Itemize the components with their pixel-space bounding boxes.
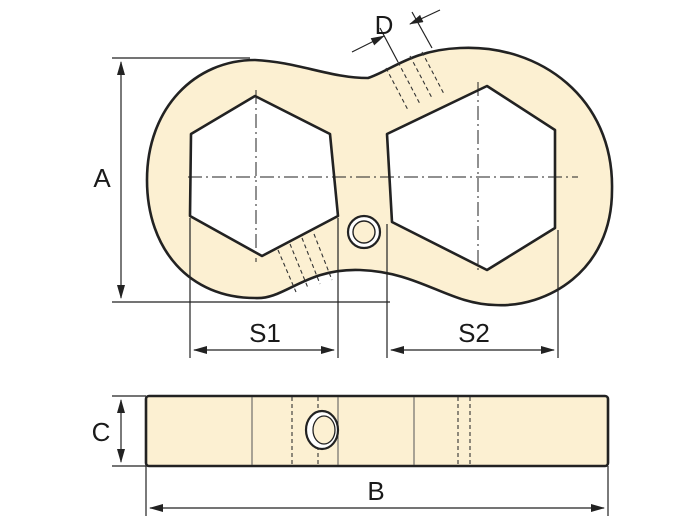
s2-hex-opening <box>385 84 557 272</box>
dimension-s1: S1 <box>189 218 339 358</box>
side-view-body <box>144 394 610 468</box>
dimension-label-c: C <box>92 417 111 447</box>
small-hole-inner <box>352 220 376 244</box>
dimension-b: B <box>145 466 609 516</box>
dimension-a: A <box>93 57 390 303</box>
dimension-c: C <box>92 395 146 467</box>
dimension-label-s2: S2 <box>458 318 490 348</box>
dimension-label-s1: S1 <box>249 318 281 348</box>
dimension-label-d: D <box>375 10 394 40</box>
dimension-label-b: B <box>367 476 384 506</box>
lower-pin-bore <box>277 233 333 293</box>
s1-hex-opening <box>188 94 340 258</box>
side-hole-inner <box>312 415 336 445</box>
upper-pin-bore <box>385 51 445 111</box>
side-view <box>144 394 610 468</box>
dimension-label-a: A <box>93 163 111 193</box>
dimension-d: D <box>351 9 441 63</box>
dimension-s2: S2 <box>386 224 559 358</box>
top-view <box>145 46 614 307</box>
